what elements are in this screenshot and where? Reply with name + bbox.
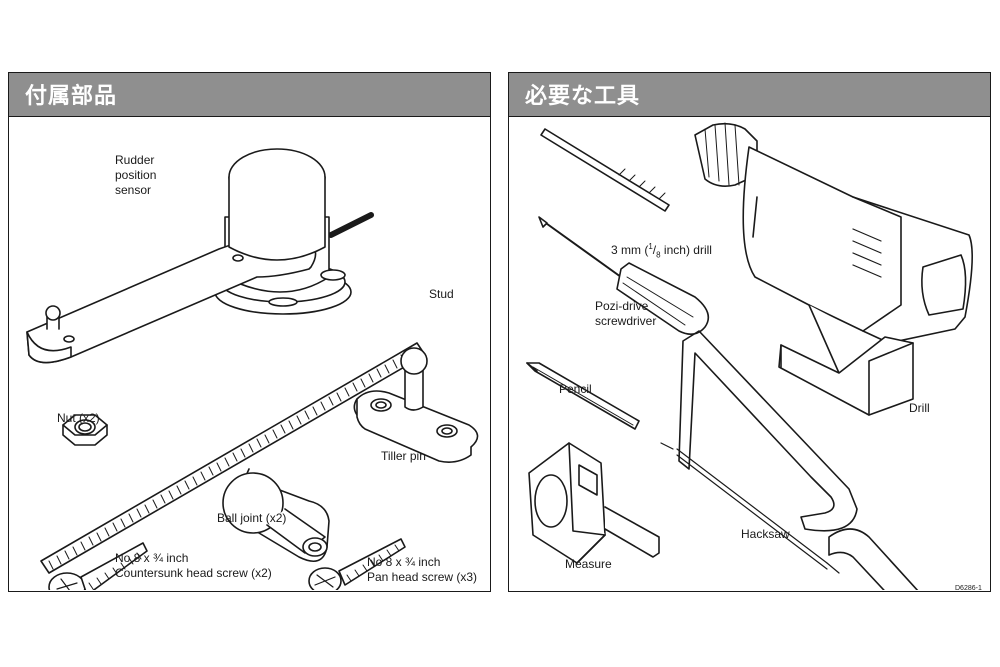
nut-illustration xyxy=(62,414,108,446)
tape-measure-illustration xyxy=(528,442,660,564)
supplied-parts-panel: 付属部品 xyxy=(8,72,491,592)
rudder-sensor-label: Rudder position sensor xyxy=(115,153,157,197)
countersunk-screw-illustration xyxy=(48,542,148,590)
screwdriver-label: Pozi-drive screwdriver xyxy=(595,299,657,328)
countersunk-screw-label: No 8 x ¾ inch Countersunk head screw (x2… xyxy=(115,551,272,580)
pan-screw-label: No 8 x ¾ inch Pan head screw (x3) xyxy=(367,555,478,584)
required-tools-panel: 必要な工具 xyxy=(508,72,991,592)
pan-screw-illustration xyxy=(308,538,406,590)
supplied-parts-illustration xyxy=(26,148,479,590)
hacksaw-label: Hacksaw xyxy=(741,527,790,541)
supplied-parts-title: 付属部品 xyxy=(25,84,118,109)
tiller-pin-illustration xyxy=(353,347,479,463)
drill-bit-illustration xyxy=(540,128,670,212)
power-drill-illustration xyxy=(694,122,973,416)
supplied-parts-header: 付属部品 xyxy=(9,73,490,117)
reference-code: D6286-1 xyxy=(955,585,982,592)
hacksaw-illustration xyxy=(660,330,919,590)
drill-bit-label: 3 mm (1/8 inch) drill xyxy=(611,242,712,260)
screwdriver-illustration xyxy=(538,216,710,335)
tiller-pin-label: Tiller pin xyxy=(381,449,426,463)
pencil-illustration xyxy=(526,362,640,430)
ball-joint-illustration xyxy=(222,468,330,563)
stud-illustration xyxy=(40,342,426,574)
rudder-sensor-illustration xyxy=(26,148,374,364)
drill-label: Drill xyxy=(909,401,930,415)
stud-label: Stud xyxy=(429,287,454,301)
pencil-label: Pencil xyxy=(559,382,592,396)
required-tools-illustration xyxy=(526,122,973,590)
measure-label: Measure xyxy=(565,557,612,571)
required-tools-header: 必要な工具 xyxy=(509,73,990,117)
nut-label: Nut (x2) xyxy=(57,411,100,425)
required-tools-title: 必要な工具 xyxy=(525,84,641,109)
ball-joint-label: Ball joint (x2) xyxy=(217,511,287,525)
